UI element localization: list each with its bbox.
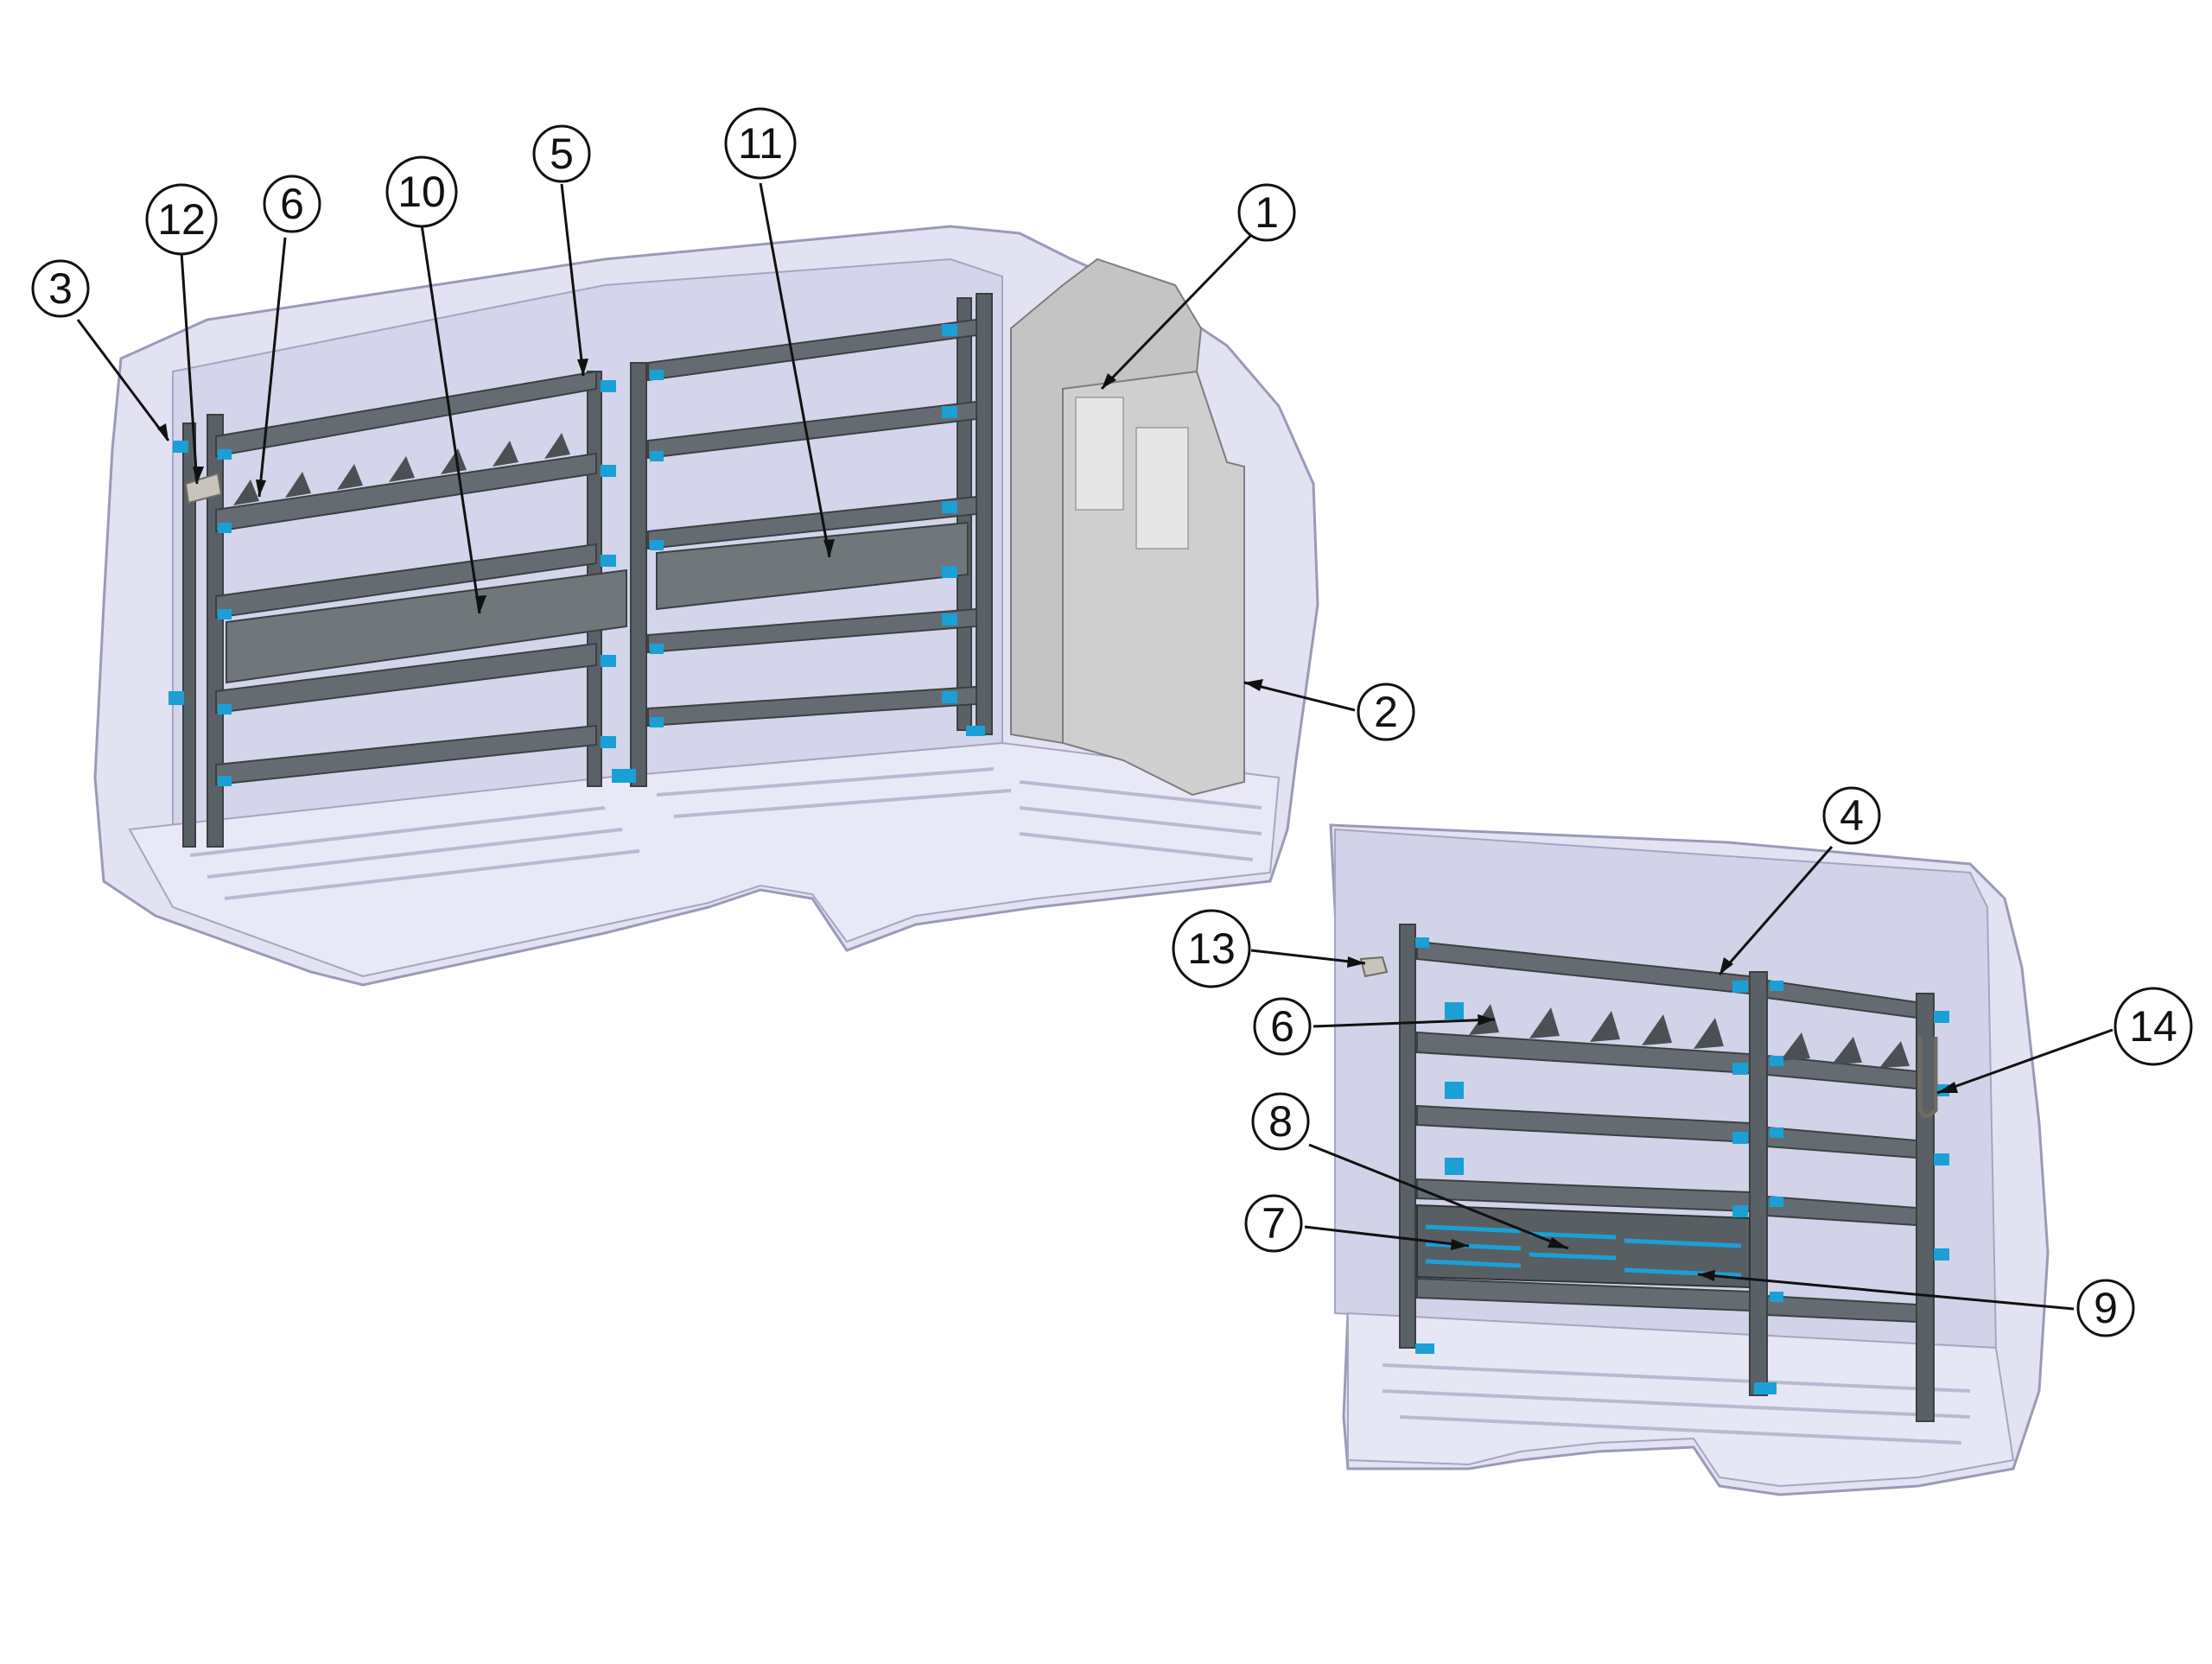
callout-label-1: 1 <box>1255 188 1279 237</box>
callout-label-10: 10 <box>397 168 446 216</box>
callout-label-9: 9 <box>2094 1284 2118 1332</box>
leader-8 <box>1308 1143 1569 1250</box>
left-van-view <box>93 225 1319 987</box>
left-dividers <box>233 433 570 505</box>
callout-13: 13 <box>1172 909 1251 988</box>
leader-3 <box>76 319 170 441</box>
arrowheads <box>157 359 1958 1281</box>
bin-front-11 <box>656 521 969 611</box>
right-van-floor <box>1347 1312 2015 1488</box>
callout-label-14: 14 <box>2129 1002 2177 1051</box>
callout-5: 5 <box>532 124 591 183</box>
leader-9 <box>1697 1273 2075 1311</box>
leader-12 <box>180 251 199 485</box>
callout-6-right: 6 <box>1253 997 1312 1056</box>
leader-6b <box>1313 1018 1496 1028</box>
callout-8: 8 <box>1251 1092 1310 1151</box>
right-van-view <box>1329 823 2050 1496</box>
left-shelves <box>215 318 977 786</box>
callout-7: 7 <box>1244 1194 1303 1253</box>
ladder-hook-12 <box>184 472 223 505</box>
leader-1 <box>1100 232 1255 391</box>
leader-7 <box>1304 1225 1470 1248</box>
callout-1: 1 <box>1237 183 1296 242</box>
callout-6-left: 6 <box>263 175 321 233</box>
left-brackets <box>168 324 985 786</box>
callout-4: 4 <box>1822 786 1881 845</box>
right-floor-ribs <box>1382 1363 1971 1445</box>
right-shelves <box>1416 940 1917 1324</box>
callout-label-12: 12 <box>157 195 206 244</box>
callout-10: 10 <box>385 156 458 228</box>
leader-5 <box>560 183 585 377</box>
leader-10 <box>420 224 481 614</box>
callout-3: 3 <box>31 259 90 318</box>
leader-6a <box>257 237 287 498</box>
callouts: 1 2 3 4 5 6 6 7 <box>31 107 2193 1337</box>
callout-label-6-right: 6 <box>1270 1002 1294 1051</box>
callout-11: 11 <box>724 107 797 180</box>
drawer-fronts <box>1425 1224 1742 1278</box>
leader-14 <box>1936 1028 2113 1095</box>
callout-label-11: 11 <box>738 119 783 168</box>
callout-12: 12 <box>145 183 218 256</box>
left-van-floor <box>128 741 1281 978</box>
callout-14: 14 <box>2113 987 2193 1066</box>
callout-9: 9 <box>2076 1279 2135 1337</box>
callout-label-13: 13 <box>1187 924 1236 973</box>
hook-14 <box>1917 1037 1938 1118</box>
callout-label-8: 8 <box>1268 1097 1293 1146</box>
leader-11 <box>759 182 831 558</box>
callout-label-2: 2 <box>1374 688 1398 736</box>
leader-4 <box>1718 846 1834 975</box>
leader-2 <box>1243 681 1356 712</box>
left-floor-ribs <box>189 767 1262 900</box>
callout-label-5: 5 <box>550 130 574 178</box>
callout-label-3: 3 <box>48 264 73 313</box>
callout-2: 2 <box>1357 683 1415 741</box>
partition-mesh <box>1075 397 1189 549</box>
callout-label-4: 4 <box>1840 791 1864 840</box>
callout-label-6-left: 6 <box>280 180 304 228</box>
hook-13 <box>1359 956 1389 978</box>
leader-13 <box>1250 949 1366 965</box>
bin-front-10 <box>226 568 627 684</box>
callout-label-7: 7 <box>1262 1199 1286 1248</box>
